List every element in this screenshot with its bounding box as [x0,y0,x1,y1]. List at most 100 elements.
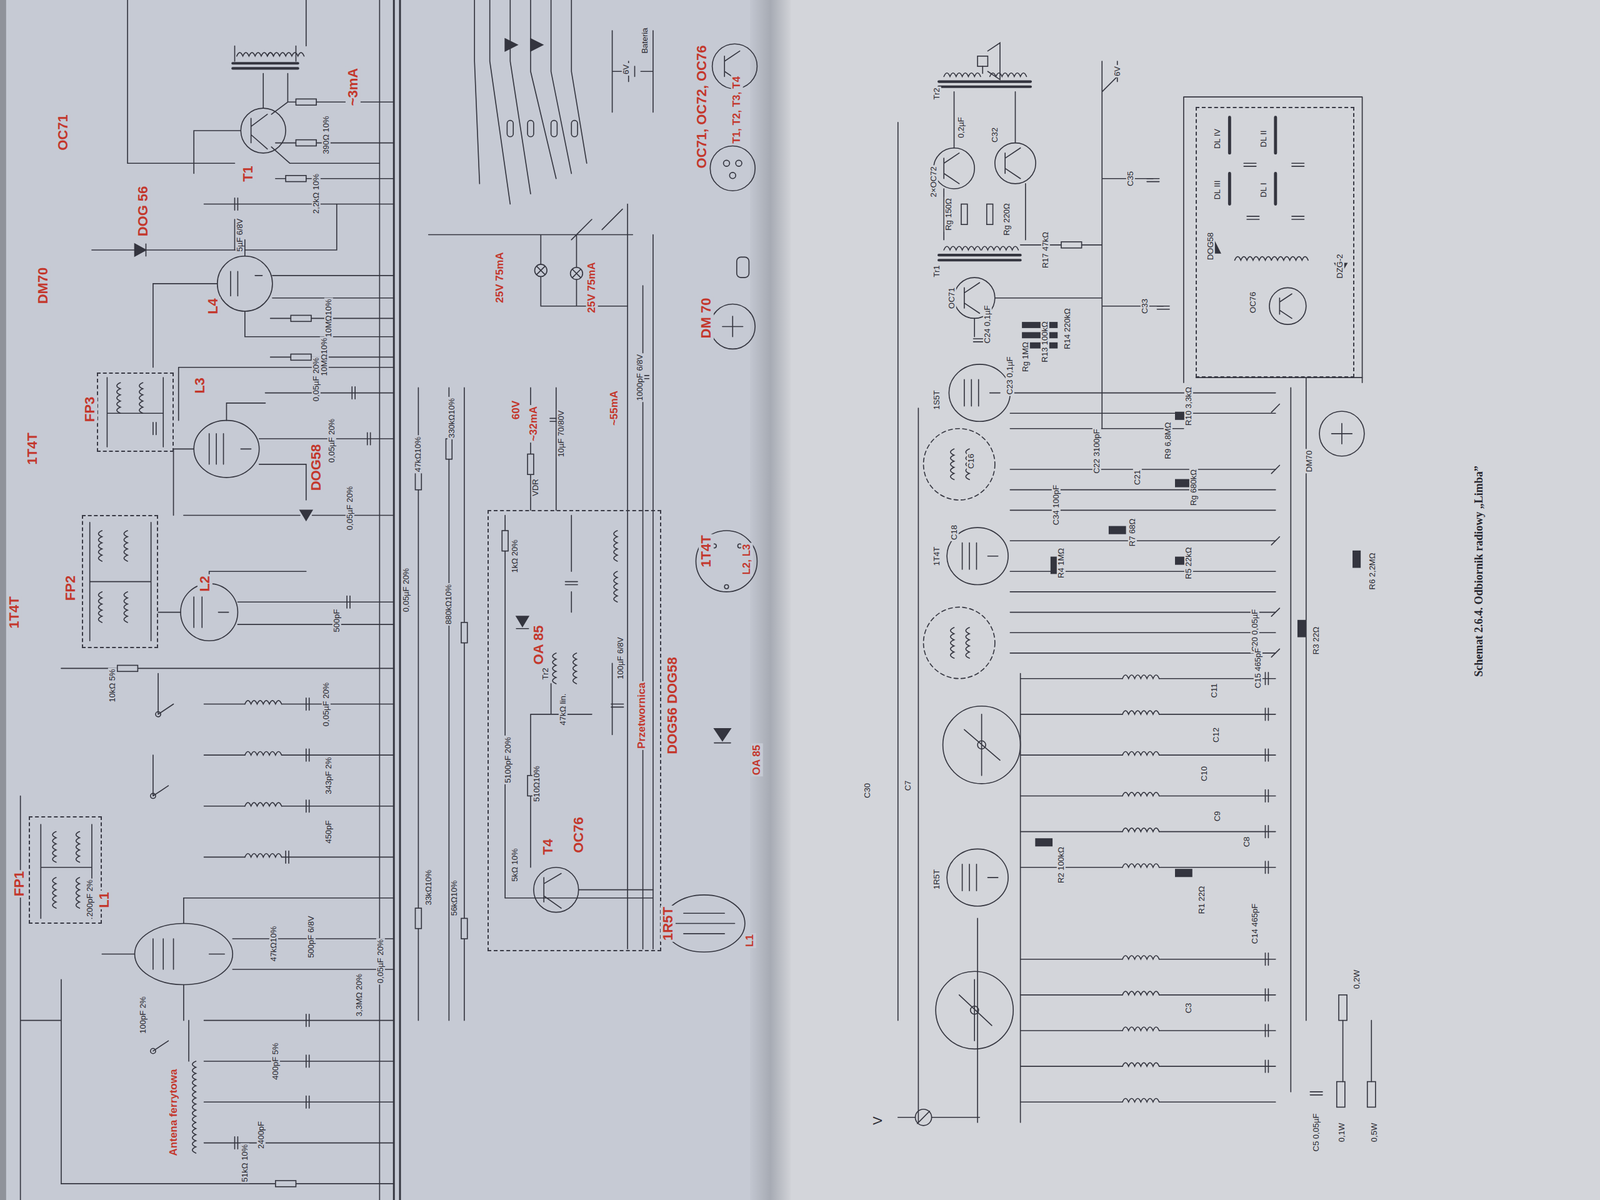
component-value: 2,2kΩ 10% [311,172,321,215]
wiring-right [1271,256,1309,261]
wiring-left [52,877,57,909]
wiring-right [1319,411,1365,457]
component-value: 0,5W [1370,1121,1379,1144]
wiring-left [506,120,514,137]
wiring-right [965,627,970,659]
component-value: R10 3,3kΩ [1184,385,1194,427]
component-value: R6 2,2MΩ [1368,551,1377,592]
wiring-right [950,448,955,480]
component-value: 400pF 5% [271,1041,280,1081]
component-value: 0,1W [1337,1121,1347,1144]
wiring-left [90,522,152,641]
part-label: DL I [1258,181,1268,199]
wiring-left [153,422,157,435]
wiring-left [192,1061,197,1092]
component-value: R2 100kΩ [1056,845,1066,885]
component-value: 10kΩ 5% [107,668,117,704]
wiring-left [306,800,310,813]
wiring-right [1271,608,1280,617]
wiring-left [290,315,312,322]
wiring-right [1235,256,1272,261]
component-value: C11 [1210,682,1219,700]
component-value: C35 [1126,170,1135,188]
component-value: 6V [1113,65,1122,78]
dashed-group-box: DL IVDL IIIDL IIDL IDOG58OC76DZG-2 [1195,106,1354,378]
wiring-left [178,367,394,439]
wiring-right [1265,1024,1269,1037]
wiring-right [1122,828,1160,832]
wiring-left [505,204,654,950]
wiring-right [1061,241,1082,249]
wiring-right [1022,332,1058,338]
wiring-left [611,704,624,708]
wiring-right [1035,838,1052,846]
wiring-left [235,198,239,211]
part-designation: T1, T2, T3, T4 [730,75,743,145]
component-value: 0,05µF 20% [345,485,355,532]
wiring-right [1010,540,1275,654]
component-value: C22 3100pF [1092,427,1102,475]
wiring-left [245,751,282,755]
component-value: Tr2 [932,86,942,102]
wiring-right [1291,163,1305,167]
part-designation: OC71 [55,113,71,152]
component-value: 5µF 6/8V [235,216,245,253]
part-designation: OA 85 [531,623,547,666]
wiring-left [251,114,268,150]
right-page [775,0,1600,1200]
wiring-left [193,596,229,628]
component-value: R5 22kΩ [1184,546,1194,581]
wiring-left [736,256,750,278]
figure-caption: Schemat 2.6.4. Odbiornik radiowy „Limba” [1473,465,1486,679]
dashed-group-box: FP3 [96,372,174,452]
wiring-left [723,160,730,167]
wiring-right [948,364,1010,422]
wiring-left [188,1020,190,1062]
part-designation: ~3mA [345,66,361,107]
component-value: C10 [1199,765,1209,783]
wiring-right [1265,708,1269,721]
component-value: 51kΩ 10% [240,1143,250,1184]
wiring-right [1122,955,1160,960]
wiring-left [573,653,577,684]
wiring-right [1269,287,1307,325]
component-value: C33 [1140,297,1150,315]
component-value: 450pF [324,818,334,845]
wiring-left [710,304,755,350]
component-value: R9 6,8MΩ [1163,421,1173,461]
part-designation: T4 [540,837,556,857]
wiring-left [232,63,298,69]
wiring-left [735,160,742,167]
wiring-left [135,923,234,985]
wiring-left [445,438,452,460]
wiring-left [245,700,282,705]
part-designation: DM 70 [698,296,714,340]
part-designation: 1T4T [25,431,40,467]
wiring-left [52,831,57,863]
wiring-right [959,979,992,1041]
component-value: 0,05µF 20% [376,938,385,985]
part-designation: 1R5T [660,905,676,942]
wiring-left [306,1095,310,1109]
component-value: 0,05µF 20% [321,680,331,727]
component-value: 2400pF [256,1119,266,1150]
wiring-left [710,145,755,191]
component-value: 1R5T [932,868,942,891]
component-value: DM70 [1305,449,1314,474]
component-value: 47kΩ10% [268,925,278,964]
wiring-right [946,848,1009,906]
wiring-left [543,873,654,909]
wiring-left [295,98,317,105]
wiring-right [943,91,1102,337]
component-value: C34 100pF [1051,483,1061,527]
component-value: 1000pF 6/8V [635,353,645,402]
wiring-left [209,433,252,465]
wiring-left [295,140,317,147]
wiring-left [613,571,618,602]
wiring-right [1122,751,1160,755]
group-heading: FP3 [82,395,98,424]
component-value: VDR [531,478,540,498]
part-label: OC76 [1248,290,1258,315]
component-value: C9 [1213,810,1222,824]
